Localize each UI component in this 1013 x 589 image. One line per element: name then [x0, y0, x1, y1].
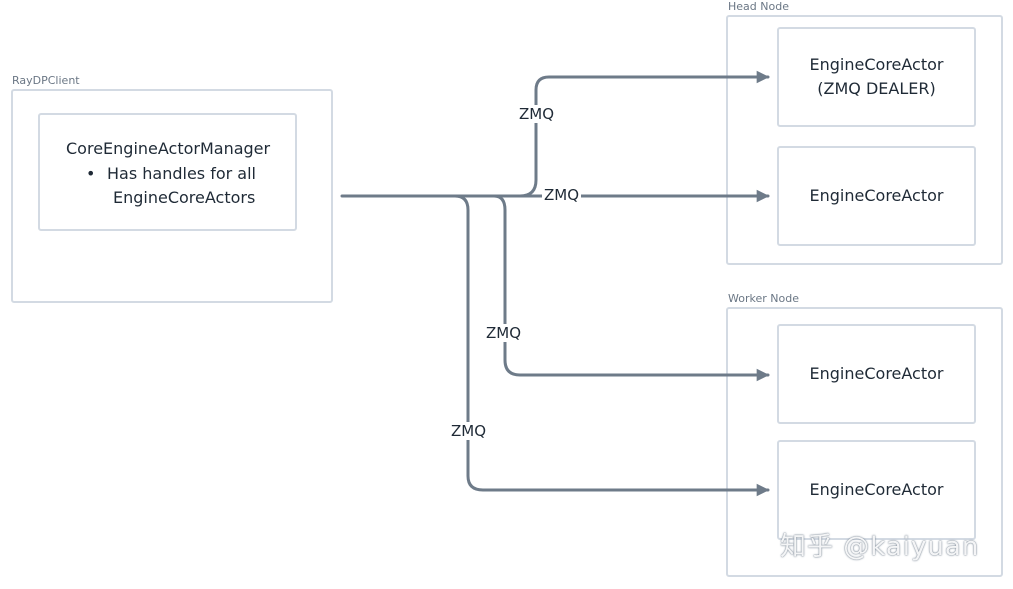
rayd-client-label: RayDPClient	[12, 74, 80, 87]
wire-to-worker-1	[492, 194, 770, 382]
engine-core-actor-worker-2[interactable]: EngineCoreActor	[777, 440, 976, 540]
zmq-label-head-2: ZMQ	[542, 186, 582, 204]
actor-label: EngineCoreActor	[809, 55, 944, 74]
actor-label: EngineCoreActor	[809, 480, 944, 499]
watermark: 知乎 @kaiyuan	[780, 532, 980, 562]
bullet-icon: •	[86, 164, 96, 183]
raydp-client-group	[11, 89, 333, 303]
worker-node-group	[726, 307, 1003, 577]
zmq-label-worker-1: ZMQ	[484, 324, 524, 342]
head-node-label: Head Node	[728, 0, 789, 13]
actor-sublabel: (ZMQ DEALER)	[817, 79, 936, 98]
engine-core-actor-worker-1[interactable]: EngineCoreActor	[777, 324, 976, 424]
actor-label: EngineCoreActor	[809, 364, 944, 383]
engine-core-actor-head-1[interactable]: EngineCoreActor (ZMQ DEALER)	[777, 27, 976, 127]
zmq-label-head-1: ZMQ	[517, 105, 557, 123]
actor-label: EngineCoreActor	[809, 186, 944, 205]
wire-to-worker-2	[453, 194, 770, 497]
manager-bullet-line1: Has handles for all	[107, 164, 256, 183]
core-engine-actor-manager[interactable]: CoreEngineActorManager • Has handles for…	[38, 113, 297, 231]
wire-to-head-1	[518, 70, 770, 198]
engine-core-actor-head-2[interactable]: EngineCoreActor	[777, 146, 976, 246]
zmq-label-worker-2: ZMQ	[449, 422, 489, 440]
head-node-group	[726, 15, 1003, 265]
manager-bullet-line2: EngineCoreActors	[113, 188, 256, 207]
manager-title: CoreEngineActorManager	[66, 139, 271, 158]
worker-node-label: Worker Node	[728, 292, 799, 305]
